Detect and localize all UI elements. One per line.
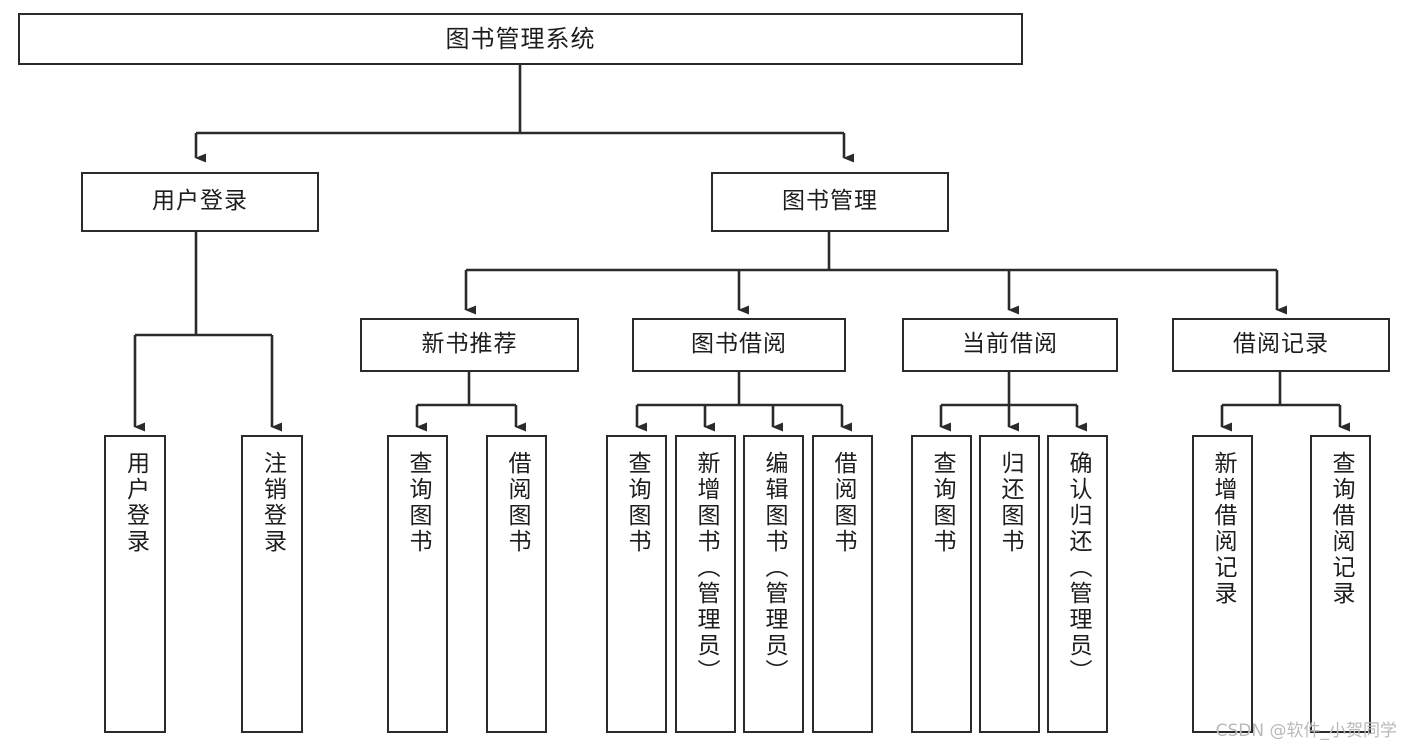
- node-label: 借阅图书: [504, 451, 530, 555]
- node-label: 确认归还（管理员）: [1065, 451, 1091, 685]
- node-label: 图书管理: [782, 188, 878, 215]
- node-label: 注销登录: [259, 451, 286, 555]
- node-label: 图书借阅: [691, 331, 787, 358]
- leaf-user-login[interactable]: 用户登录: [104, 435, 166, 733]
- node-user-login[interactable]: 用户登录: [81, 172, 319, 232]
- node-label: 编辑图书（管理员）: [761, 451, 787, 685]
- leaf-borrow-book[interactable]: 借阅图书: [812, 435, 873, 733]
- node-label: 图书管理系统: [445, 24, 596, 53]
- node-label: 当前借阅: [962, 331, 1058, 358]
- leaf-return-book[interactable]: 归还图书: [979, 435, 1040, 733]
- node-new-book-recommend[interactable]: 新书推荐: [360, 318, 579, 372]
- watermark: CSDN @软件_小贺同学: [1215, 721, 1397, 741]
- node-book-management[interactable]: 图书管理: [711, 172, 949, 232]
- node-label: 用户登录: [152, 188, 248, 215]
- node-label: 借阅记录: [1233, 331, 1329, 358]
- leaf-query-book-borrow[interactable]: 查询图书: [606, 435, 667, 733]
- node-label: 查询图书: [624, 451, 650, 555]
- node-label: 新增借阅记录: [1210, 451, 1236, 607]
- leaf-edit-book-admin[interactable]: 编辑图书（管理员）: [743, 435, 804, 733]
- node-current-borrow[interactable]: 当前借阅: [902, 318, 1118, 372]
- leaf-query-borrow-record[interactable]: 查询借阅记录: [1310, 435, 1371, 733]
- node-book-borrow[interactable]: 图书借阅: [632, 318, 846, 372]
- leaf-add-borrow-record[interactable]: 新增借阅记录: [1192, 435, 1253, 733]
- node-label: 新书推荐: [421, 331, 518, 358]
- node-label: 查询图书: [929, 451, 955, 555]
- node-label: 新增图书（管理员）: [693, 451, 719, 685]
- leaf-query-book-current[interactable]: 查询图书: [911, 435, 972, 733]
- leaf-query-book-new[interactable]: 查询图书: [387, 435, 448, 733]
- node-root-system[interactable]: 图书管理系统: [18, 13, 1023, 65]
- leaf-confirm-return-admin[interactable]: 确认归还（管理员）: [1047, 435, 1108, 733]
- leaf-logout[interactable]: 注销登录: [241, 435, 303, 733]
- leaf-add-book-admin[interactable]: 新增图书（管理员）: [675, 435, 736, 733]
- node-label: 查询借阅记录: [1328, 451, 1354, 607]
- leaf-borrow-book-new[interactable]: 借阅图书: [486, 435, 547, 733]
- node-label: 用户登录: [122, 451, 149, 555]
- node-borrow-records[interactable]: 借阅记录: [1172, 318, 1390, 372]
- node-label: 查询图书: [405, 451, 431, 555]
- node-label: 借阅图书: [830, 451, 856, 555]
- node-label: 归还图书: [997, 451, 1023, 555]
